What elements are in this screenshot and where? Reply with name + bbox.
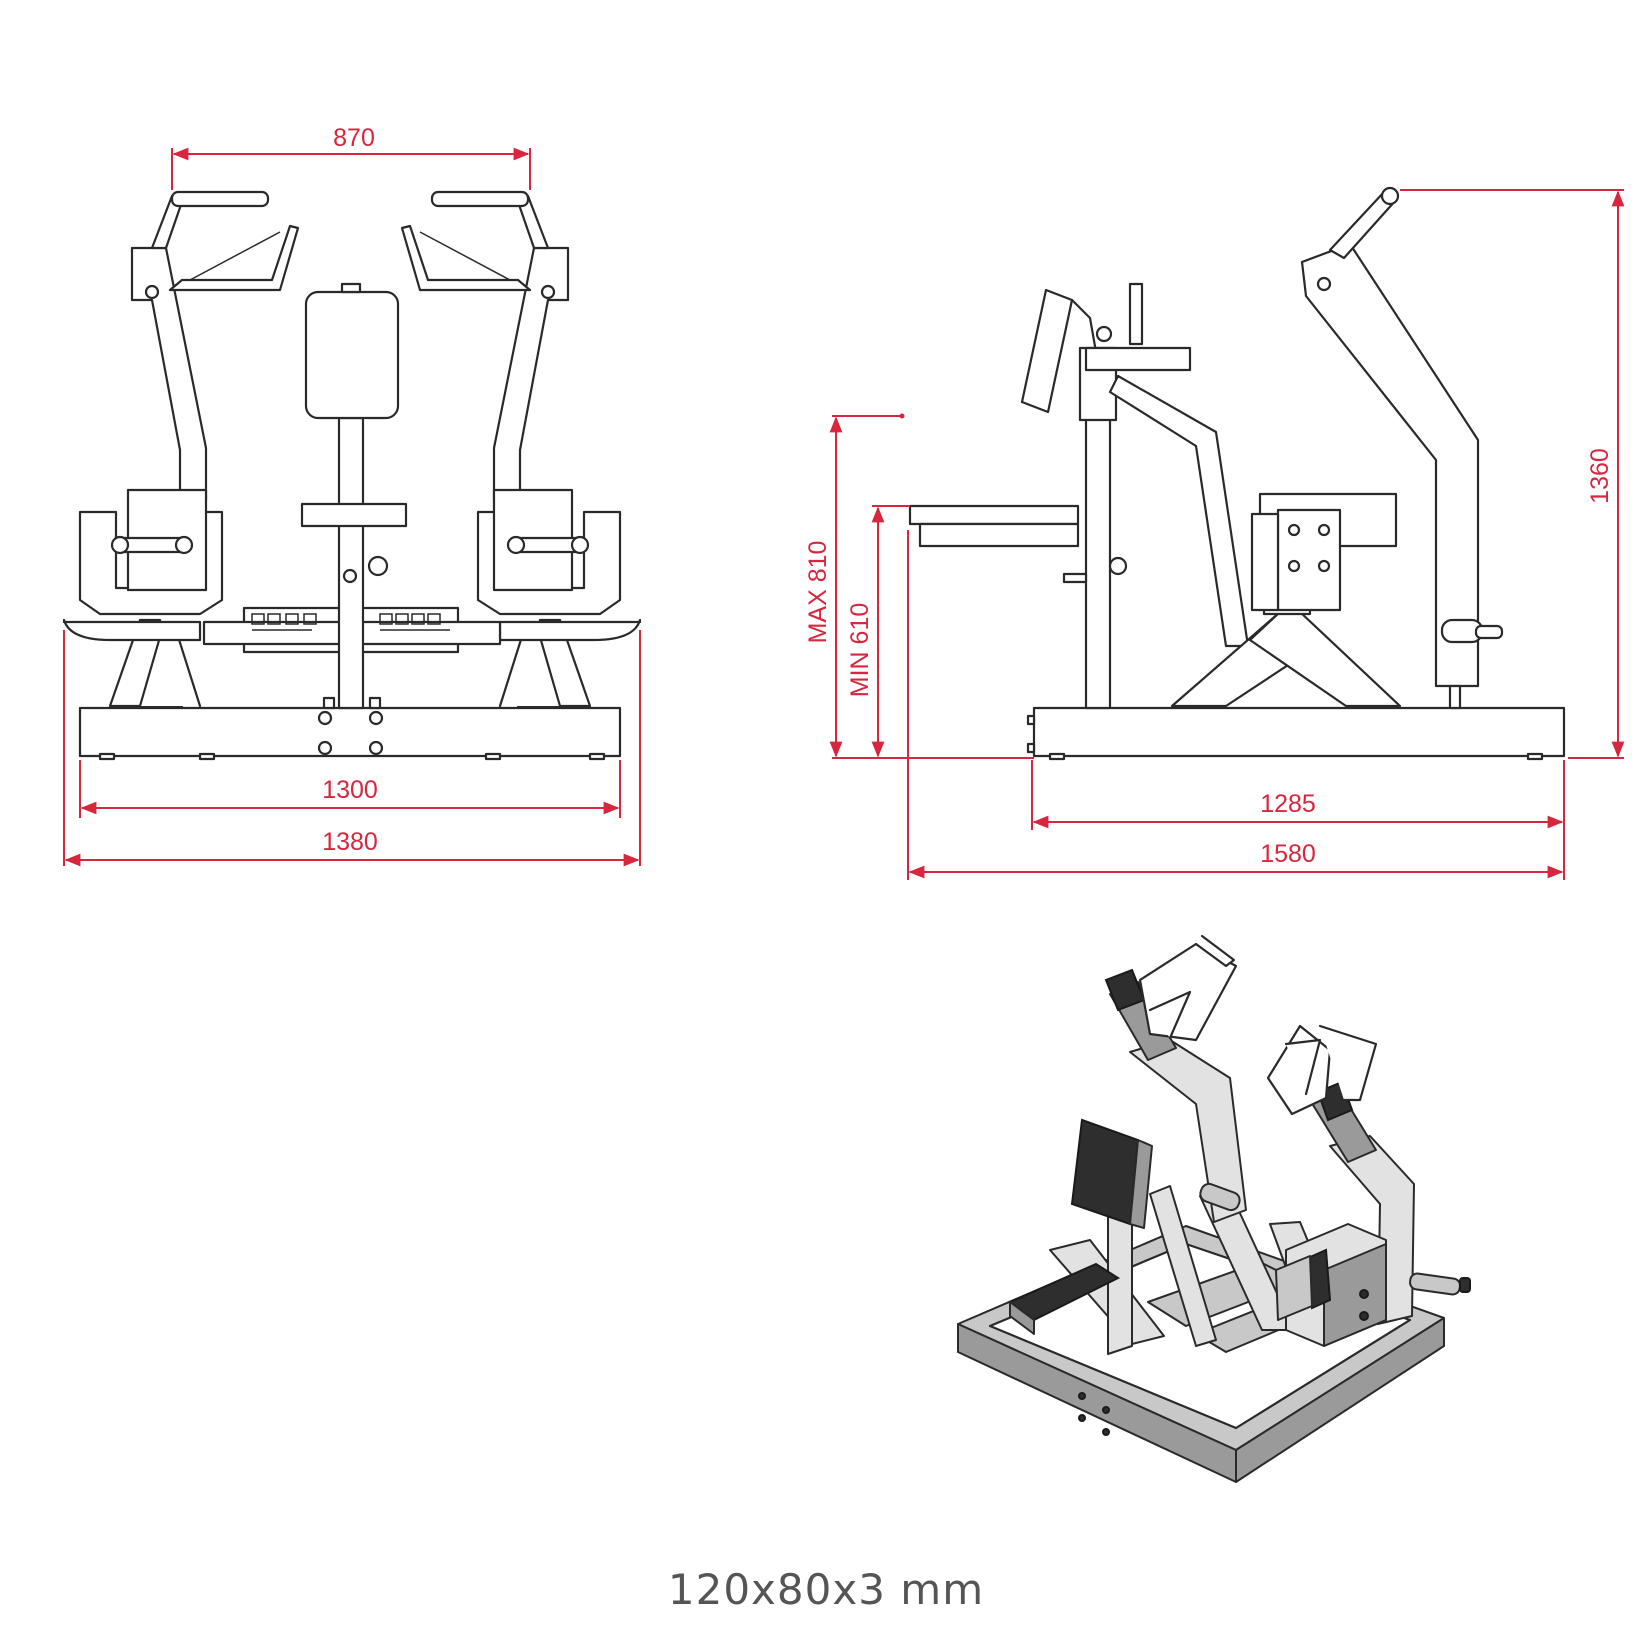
front-center-post (337, 416, 365, 710)
side-diagonal-brace (1108, 374, 1250, 648)
side-seat-post (1084, 416, 1112, 710)
side-pivot-plate (1276, 508, 1342, 612)
profile-caption: 120x80x3 mm (667, 1565, 985, 1614)
isometric-view (957, 934, 1471, 1483)
iso-back-pad (1070, 1118, 1140, 1226)
iso-right-arm (1329, 1135, 1415, 1325)
dim-1360-label: 1360 (1586, 448, 1614, 504)
dim-870-label: 870 (333, 124, 375, 152)
side-back-pad (1020, 288, 1074, 414)
dim-min-label: MIN 610 (846, 603, 874, 697)
dim-max-label: MAX 810 (804, 541, 832, 644)
front-seat (300, 502, 408, 528)
side-seat (908, 504, 1080, 526)
dim-1580-label: 1580 (1260, 840, 1316, 868)
dim-1300-label: 1300 (322, 776, 378, 804)
front-view: 870 1300 1380 (62, 124, 642, 867)
dim-1380-label: 1380 (322, 828, 378, 856)
dim-1285-label: 1285 (1260, 790, 1316, 818)
side-view: 1360 MAX 810 MIN 610 1285 1580 (804, 186, 1625, 880)
front-back-pad (304, 290, 400, 420)
side-base-frame (1032, 706, 1566, 758)
front-base-frame (78, 706, 622, 758)
